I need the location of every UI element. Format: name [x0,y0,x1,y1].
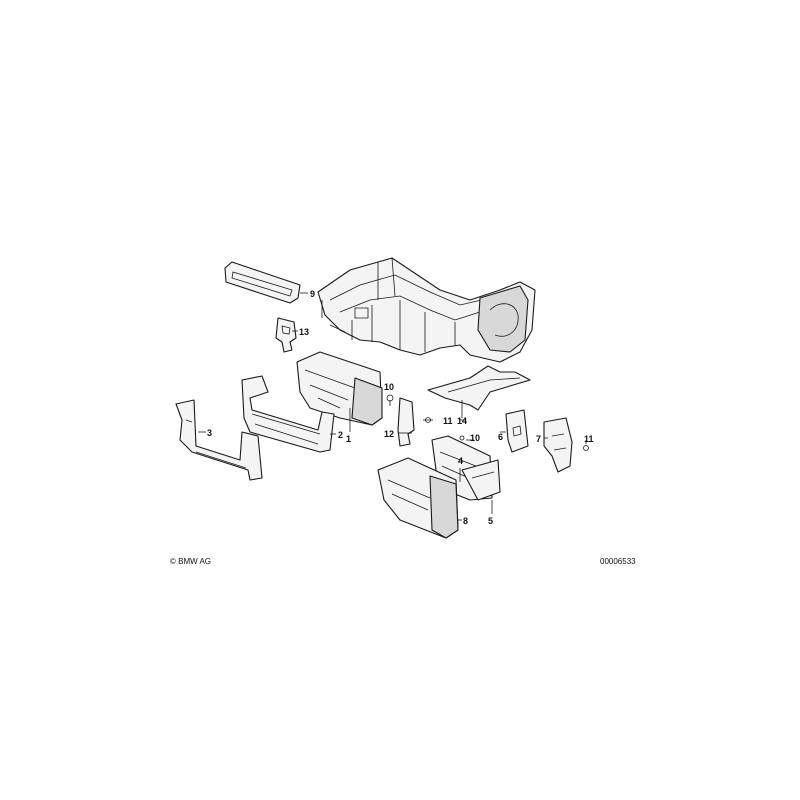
part-8-lower-duct [377,457,459,539]
callout-3: 3 [207,428,212,438]
part-13-bracket [275,317,297,353]
callout-8: 8 [463,516,468,526]
callout-9: 9 [310,289,315,299]
part-6-shield [505,409,529,453]
callout-13: 13 [299,327,309,337]
part-3-side-air-guide [175,399,263,481]
copyright-notice: © BMW AG [170,557,212,566]
callout-14: 14 [457,416,467,426]
part-14-cross-member [427,365,531,411]
part-12-bracket [386,394,433,447]
image-reference-code: 00006533 [600,557,636,566]
front-end-frame [317,257,536,363]
callout-4: 4 [458,456,463,466]
part-9-plate-holder [224,261,301,304]
part-2-lower-air-guide [241,375,335,453]
fastener-10 [459,435,465,441]
callout-7: 7 [536,434,541,444]
part-1-air-duct [296,351,383,426]
callout-11b: 11 [584,434,594,444]
callout-1: 1 [346,434,351,444]
callouts: 9 13 1 2 3 10 11 12 14 10 4 5 6 7 11 8 [207,289,594,526]
callout-5: 5 [488,516,493,526]
leader-lines [198,292,587,521]
callout-6: 6 [498,432,503,442]
callout-10a: 10 [384,382,394,392]
callout-10b: 10 [470,433,480,443]
callout-2: 2 [338,430,343,440]
callout-12: 12 [384,429,394,439]
part-7-bracket [543,417,589,473]
callout-11a: 11 [443,416,453,426]
part-5-side-guide [461,459,501,501]
